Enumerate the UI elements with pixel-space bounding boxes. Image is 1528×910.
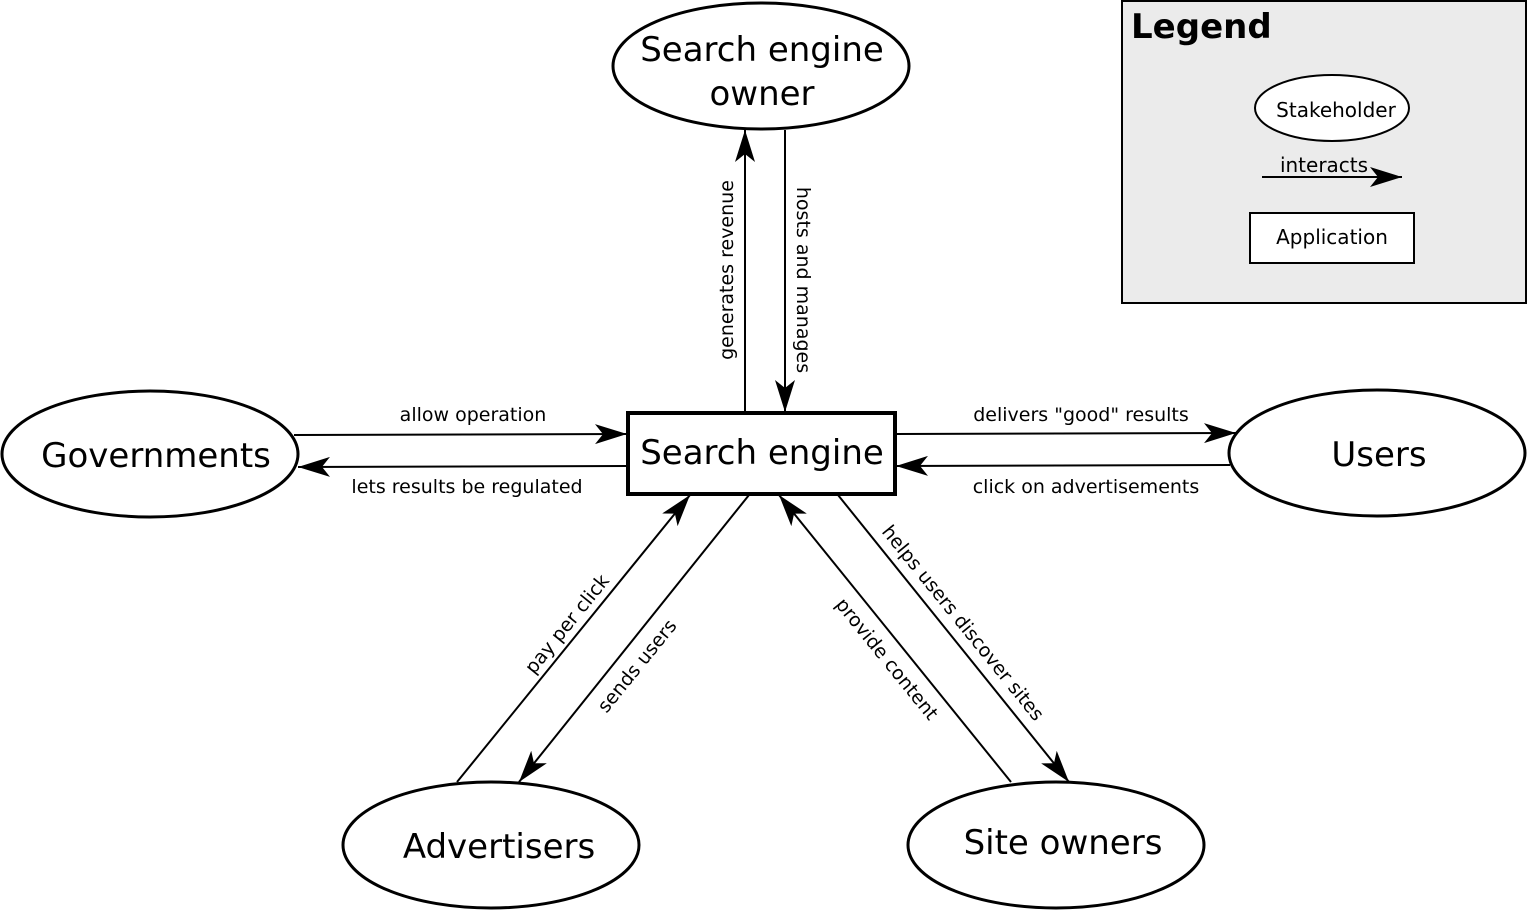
- label-provide-content: provide content: [831, 594, 943, 725]
- edge-delivers-good-results: [895, 423, 1237, 444]
- edge-provide-content: [778, 494, 1012, 783]
- edge-lets-results-be-regulated: [297, 456, 628, 477]
- legend-stakeholder-label: Stakeholder: [1276, 98, 1396, 122]
- legend: Legend Stakeholder interacts Application: [1121, 0, 1527, 304]
- search-engine-box: [626, 411, 897, 496]
- search-engine-owner-label-line1: Search engine: [640, 30, 884, 70]
- users-label: Users: [1331, 435, 1426, 475]
- advertisers-shape: [341, 780, 641, 910]
- node-advertisers: Advertisers: [341, 780, 641, 910]
- node-users: Users: [1227, 388, 1527, 518]
- label-click-on-advertisements: click on advertisements: [973, 476, 1200, 498]
- edge-pay-per-click: [456, 494, 691, 783]
- users-shape: [1227, 388, 1527, 518]
- search-engine-owner-label-line2: owner: [709, 74, 814, 114]
- label-delivers-good-results: delivers "good" results: [973, 404, 1189, 426]
- edge-sends-users: [518, 494, 750, 783]
- edge-helps-users-discover-sites: [837, 494, 1070, 783]
- site-owners-label: Site owners: [964, 823, 1163, 863]
- edge-click-on-advertisements: [895, 455, 1231, 476]
- label-generates-revenue: generates revenue: [716, 180, 738, 360]
- node-search-engine-owner: Search engine owner: [611, 1, 911, 131]
- node-site-owners: Site owners: [906, 780, 1206, 910]
- advertisers-label: Advertisers: [403, 827, 595, 867]
- legend-application-shape: [1249, 212, 1415, 264]
- label-allow-operation: allow operation: [400, 404, 547, 426]
- legend-stakeholder-shape: [1254, 74, 1410, 142]
- legend-application-label: Application: [1276, 225, 1388, 249]
- governments-label: Governments: [41, 436, 271, 476]
- label-hosts-and-manages: hosts and manages: [792, 187, 814, 373]
- search-engine-label: Search engine: [640, 433, 884, 473]
- site-owners-shape: [906, 780, 1206, 910]
- label-pay-per-click: pay per click: [521, 570, 614, 678]
- node-search-engine: Search engine: [626, 411, 897, 496]
- label-sends-users: sends users: [593, 615, 681, 717]
- edges: [293, 130, 1237, 783]
- governments-shape: [0, 389, 300, 519]
- legend-title: Legend: [1131, 7, 1272, 47]
- node-governments: Governments: [0, 389, 300, 519]
- edge-allow-operation: [293, 424, 628, 445]
- label-lets-results-be-regulated: lets results be regulated: [351, 476, 582, 498]
- legend-interacts-label: interacts: [1280, 153, 1368, 177]
- search-engine-owner-shape: [611, 1, 911, 131]
